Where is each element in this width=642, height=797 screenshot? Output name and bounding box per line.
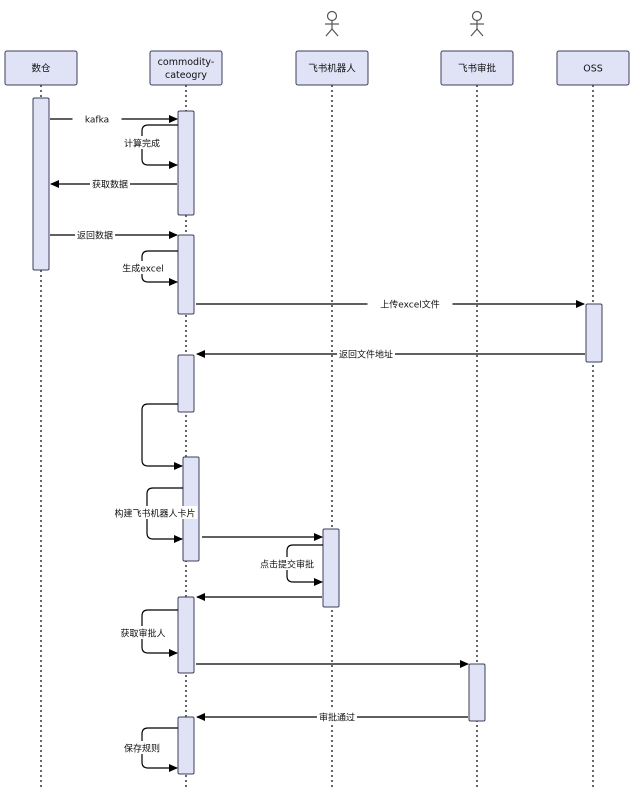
participant-commodity[interactable]: commodity-cateogry (149, 50, 223, 86)
message-fetch-data: 获取数据 (50, 177, 177, 191)
participant-box (149, 50, 223, 86)
message-label-bg (75, 228, 115, 241)
message-return-url: 返回文件地址 (196, 347, 585, 361)
message-label-bg (122, 741, 162, 754)
actor-icon (470, 10, 484, 37)
message-calc-done: 计算完成 (122, 124, 178, 169)
message-upload-excel: 上传excel文件 (196, 297, 585, 311)
message-label: 审批通过 (319, 712, 355, 724)
lifelines-layer (40, 85, 594, 790)
message-click-submit: 点击提交审批 (258, 544, 323, 586)
message-label: 计算完成 (124, 138, 160, 150)
activation-bar-feishu_approval (468, 663, 486, 722)
message-self-call (141, 403, 183, 470)
message-label-bg (337, 347, 395, 360)
activation-bar-commodity (177, 354, 195, 413)
activation-bar-feishu_robot (322, 528, 340, 608)
message-label: 生成excel (122, 263, 164, 275)
message-gen-excel: 生成excel (109, 250, 178, 286)
activation-bars-layer (32, 97, 603, 775)
message-return-data: 返回数据 (50, 228, 178, 242)
message-kafka: kafka (50, 112, 178, 126)
self-message-arrow (141, 403, 183, 470)
message-label: 构建飞书机器人卡片 (114, 508, 195, 520)
message-approved: 审批通过 (196, 710, 468, 724)
actor-icon (325, 10, 339, 37)
message-label-bg (109, 261, 177, 274)
participant-box (440, 50, 514, 86)
participant-box (4, 50, 78, 86)
message-label: 获取审批人 (120, 628, 165, 640)
message-label-bg (122, 136, 162, 149)
message-label-bg (367, 297, 453, 310)
message-label: 获取数据 (92, 179, 128, 191)
participant-box (295, 50, 369, 86)
message-label-bg (112, 506, 198, 519)
participant-shucang[interactable]: 数仓 (4, 50, 78, 86)
message-label-bg (72, 112, 122, 125)
message-label: 返回文件地址 (339, 349, 393, 361)
participants-layer: 数仓 commodity-cateogry 飞书机器人 飞书审批 OSS (4, 10, 630, 86)
message-get-approver: 获取审批人 (118, 609, 178, 657)
message-build-card: 构建飞书机器人卡片 (112, 487, 198, 543)
message-label: 返回数据 (77, 230, 113, 242)
activation-bar-commodity (177, 110, 195, 216)
message-label-bg (90, 177, 130, 190)
participant-label: commodity-cateogry (158, 57, 215, 81)
message-label-bg (118, 626, 168, 639)
activation-bar-oss (585, 303, 603, 363)
message-save-rules: 保存规则 (122, 727, 178, 772)
participant-label: OSS (583, 64, 603, 75)
participant-feishu_approval[interactable]: 飞书审批 (440, 10, 514, 86)
activation-bar-commodity (177, 716, 195, 775)
message-label-bg (317, 710, 357, 723)
participant-box (556, 50, 630, 86)
activation-bar-commodity (177, 234, 195, 315)
participant-label: 飞书机器人 (308, 63, 356, 75)
message-label: 保存规则 (124, 743, 160, 755)
participant-feishu_robot[interactable]: 飞书机器人 (295, 10, 369, 86)
message-label: 点击提交审批 (260, 559, 314, 571)
message-label-bg (258, 557, 316, 570)
participant-label: 数仓 (31, 63, 51, 75)
message-label: 上传excel文件 (380, 299, 440, 311)
activation-bar-shucang (32, 97, 50, 271)
participant-oss[interactable]: OSS (556, 50, 630, 86)
message-label: kafka (85, 116, 109, 126)
participant-label: 飞书审批 (458, 63, 497, 75)
activation-bar-commodity (177, 596, 195, 674)
